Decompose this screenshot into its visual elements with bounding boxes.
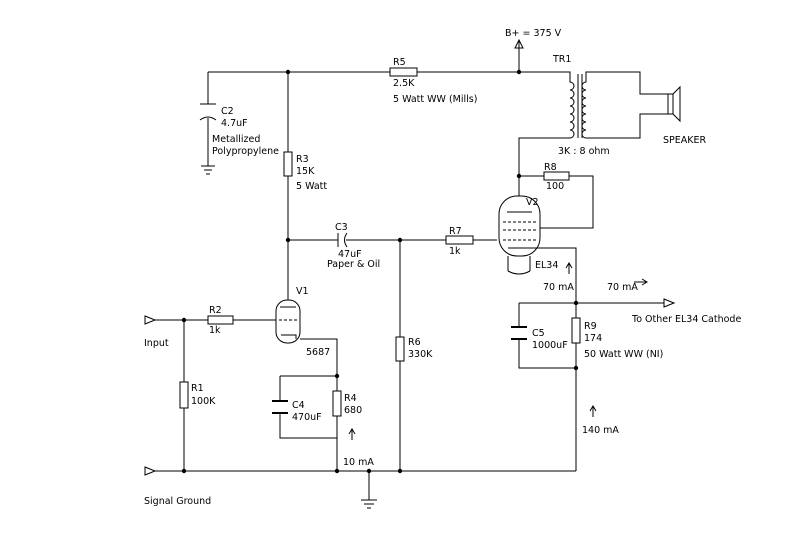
v2-type: EL34 <box>535 260 558 271</box>
signal-ground-label: Signal Ground <box>144 496 211 507</box>
r1-ref: R1 <box>191 383 204 394</box>
c4-value: 470uF <box>292 412 322 423</box>
r4-value: 680 <box>344 405 362 416</box>
r9-value: 174 <box>584 333 602 344</box>
c4-capacitor <box>272 400 288 414</box>
r8-value: 100 <box>546 181 564 192</box>
tr1-ref: TR1 <box>552 54 571 65</box>
arrow-up-icon-total <box>589 405 597 417</box>
speaker-label: SPEAKER <box>663 135 706 146</box>
v2-cathode-current: 70 mA <box>543 282 574 293</box>
r3-note: 5 Watt <box>296 181 327 192</box>
c3-value: 47uF <box>338 249 362 260</box>
r5-resistor <box>389 67 418 77</box>
c2-note1: Metallized <box>212 134 260 145</box>
r1-value: 100K <box>191 396 216 407</box>
r3-resistor <box>283 151 293 177</box>
c4-ref: C4 <box>292 400 305 411</box>
r7-ref: R7 <box>449 226 462 237</box>
r5-value: 2.5K <box>393 78 415 89</box>
arrow-up-icon-v2 <box>565 262 573 274</box>
c3-ref: C3 <box>335 222 348 233</box>
arrow-right-icon-other <box>634 278 648 286</box>
current-arrows <box>348 262 648 440</box>
r7-resistor <box>445 235 474 245</box>
input-terminal-icon <box>144 315 157 325</box>
c2-ref: C2 <box>221 106 234 117</box>
r2-ref: R2 <box>209 305 222 316</box>
ground-icon-c2 <box>201 165 215 175</box>
r9-note: 50 Watt WW (NI) <box>584 349 663 360</box>
r5-note: 5 Watt WW (Mills) <box>393 94 477 105</box>
arrow-up-icon-v1 <box>348 428 356 440</box>
v1-ref: V1 <box>296 286 309 297</box>
r4-ref: R4 <box>344 393 357 404</box>
c5-value: 1000uF <box>532 340 568 351</box>
r9-resistor <box>571 317 581 344</box>
speaker-icon <box>667 85 681 123</box>
c5-ref: C5 <box>532 328 545 339</box>
v1-type: 5687 <box>306 347 330 358</box>
total-current: 140 mA <box>582 425 619 436</box>
other-el34-terminal-icon <box>663 298 676 308</box>
other-el34-label: To Other EL34 Cathode <box>631 314 741 325</box>
c5-capacitor <box>511 326 527 340</box>
r4-resistor <box>332 390 342 417</box>
r2-value: 1k <box>209 325 221 336</box>
r3-value: 15K <box>296 166 315 177</box>
v1-tube <box>275 299 301 344</box>
terminal-arrows <box>144 38 676 476</box>
v2-ref: V2 <box>526 197 539 208</box>
r3-ref: R3 <box>296 154 309 165</box>
r6-resistor <box>395 336 405 362</box>
bplus-label: B+ = 375 V <box>505 28 562 39</box>
c3-capacitor <box>337 232 348 248</box>
other-el34-current: 70 mA <box>607 282 638 293</box>
r2-resistor <box>207 315 234 325</box>
r7-value: 1k <box>449 246 461 257</box>
r6-ref: R6 <box>408 337 421 348</box>
input-label: Input <box>144 338 169 349</box>
tr1-transformer <box>560 71 594 139</box>
ground-icon-main <box>361 499 377 509</box>
r8-ref: R8 <box>544 162 557 173</box>
r8-resistor <box>543 171 570 181</box>
r1-resistor <box>179 381 189 409</box>
junction-dots <box>181 69 579 474</box>
tr1-ratio: 3K : 8 ohm <box>558 146 610 157</box>
wires <box>155 48 668 500</box>
c2-value: 4.7uF <box>221 118 248 129</box>
r5-ref: R5 <box>393 57 406 68</box>
labels: B+ = 375 V R5 2.5K 5 Watt WW (Mills) TR1… <box>144 28 741 507</box>
ground-terminal-icon <box>144 466 157 476</box>
c2-note2: Polypropylene <box>212 146 279 157</box>
r9-ref: R9 <box>584 321 597 332</box>
v2-tube <box>498 195 541 275</box>
v1-current: 10 mA <box>343 457 374 468</box>
c3-note: Paper & Oil <box>327 259 380 270</box>
r6-value: 330K <box>408 349 433 360</box>
c2-capacitor <box>199 103 217 121</box>
